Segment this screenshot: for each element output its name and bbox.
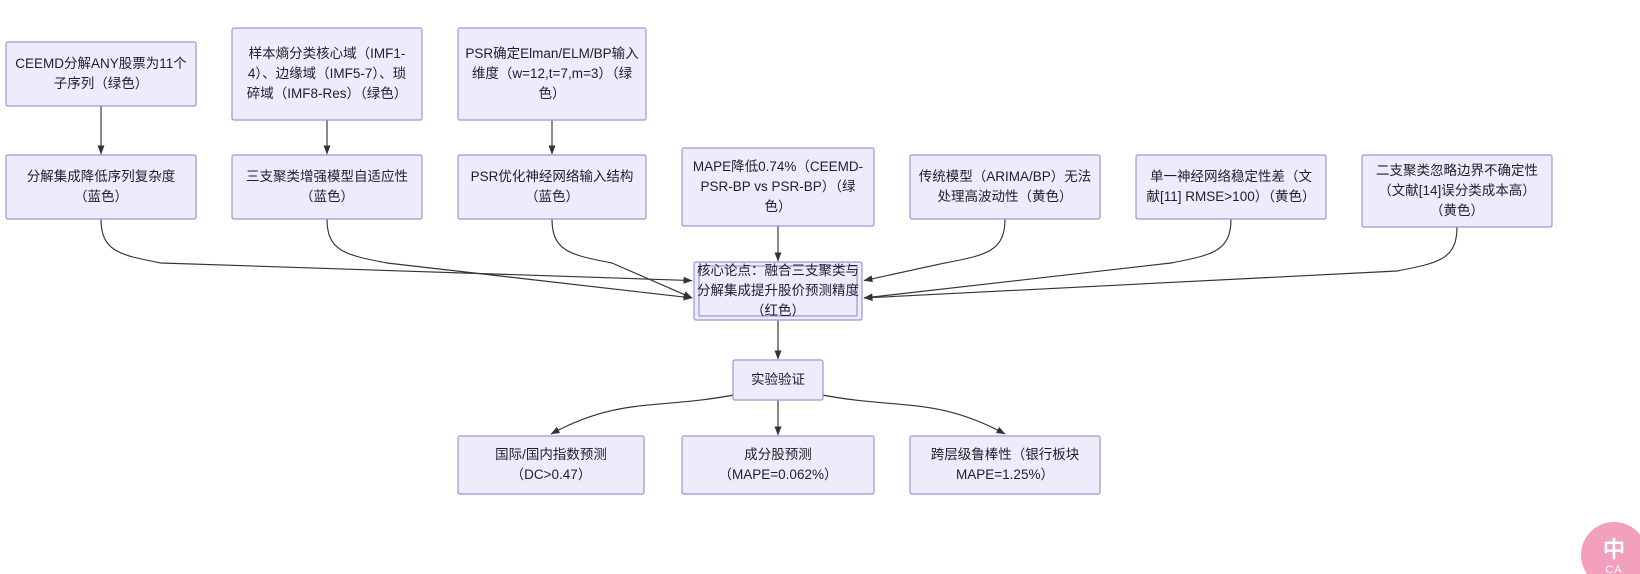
decompose-reduce-complexity-node-label: 分解集成降低序列复杂度 （蓝色） xyxy=(27,168,176,204)
mape-reduction-node-line-1: PSR-BP vs PSR-BP）（绿 xyxy=(700,179,856,194)
single-network-instability-node[interactable]: 单一神经网络稳定性差（文献[11] RMSE>100）（黄色） xyxy=(1135,154,1327,220)
sample-entropy-node-line-0: 样本熵分类核心域（IMF1- xyxy=(249,46,406,61)
sample-entropy-node-line-1: 4）、边缘域（IMF5-7）、琐 xyxy=(248,65,407,81)
edge-n10-to-core xyxy=(863,226,1458,302)
two-way-clustering-boundary-node-line-2: （黄色） xyxy=(1430,202,1484,218)
two-way-clustering-boundary-node-box xyxy=(1361,154,1553,228)
nodes-layer: CEEMD分解ANY股票为11个子序列（绿色） 样本熵分类核心域（IMF1- 4）、… xyxy=(5,27,1553,495)
component-stock-forecast-node-label: 成分股预测 （MAPE=0.062%） xyxy=(719,447,838,482)
psr-input-dimension-node-line-2: 色） xyxy=(539,85,566,101)
watermark-circle xyxy=(1581,522,1640,574)
psr-input-dimension-node-line-1: 维度（w=12,t=7,m=3）（绿 xyxy=(472,66,633,81)
ceemd-decompose-node[interactable]: CEEMD分解ANY股票为11个子序列（绿色） xyxy=(5,41,197,107)
single-network-instability-node-line-0: 单一神经网络稳定性差（文 xyxy=(1150,169,1312,184)
traditional-model-limit-node[interactable]: 传统模型（ARIMA/BP）无法处理高波动性（黄色） xyxy=(909,154,1101,220)
ceemd-decompose-node-box xyxy=(5,41,197,107)
ceemd-decompose-node-line-0: CEEMD分解ANY股票为11个 xyxy=(15,56,187,71)
psr-optimize-network-node-box xyxy=(457,154,647,220)
traditional-model-limit-node-line-0: 传统模型（ARIMA/BP）无法 xyxy=(919,169,1092,184)
two-way-clustering-boundary-node[interactable]: 二支聚类忽略边界不确定性 （文献[14]误分类成本高） （黄色） xyxy=(1361,154,1553,228)
index-forecast-result-node-line-0: 国际/国内指数预测 xyxy=(495,447,607,462)
two-way-clustering-boundary-node-label: 二支聚类忽略边界不确定性 （文献[14]误分类成本高） （黄色） xyxy=(1376,163,1538,218)
cross-level-robustness-node-line-1: MAPE=1.25%） xyxy=(956,467,1054,482)
component-stock-forecast-node-line-0: 成分股预测 xyxy=(744,447,812,462)
three-way-clustering-adaptive-node-line-0: 三支聚类增强模型自适应性 xyxy=(246,168,408,184)
index-forecast-result-node-label: 国际/国内指数预测 （DC>0.47） xyxy=(495,447,607,482)
traditional-model-limit-node-line-1: 处理高波动性（黄色） xyxy=(938,188,1073,204)
experiment-validation-node-box xyxy=(732,359,824,401)
three-way-clustering-adaptive-node[interactable]: 三支聚类增强模型自适应性 （蓝色） xyxy=(231,154,423,220)
mape-reduction-node-label: MAPE降低0.74%（CEEMD- PSR-BP vs PSR-BP）（绿色） xyxy=(693,159,863,214)
ceemd-decompose-node-label: CEEMD分解ANY股票为11个子序列（绿色） xyxy=(15,56,187,91)
component-stock-forecast-node[interactable]: 成分股预测 （MAPE=0.062%） xyxy=(681,435,875,495)
core-argument-node-line-2: （红色） xyxy=(751,302,805,318)
experiment-validation-node[interactable]: 实验验证 xyxy=(732,359,824,401)
experiment-validation-node-line-0: 实验验证 xyxy=(751,372,805,387)
psr-input-dimension-node-line-0: PSR确定Elman/ELM/BP输入 xyxy=(465,46,639,61)
traditional-model-limit-node-label: 传统模型（ARIMA/BP）无法处理高波动性（黄色） xyxy=(919,169,1092,204)
traditional-model-limit-node-box xyxy=(909,154,1101,220)
single-network-instability-node-line-1: 献[11] RMSE>100）（黄色） xyxy=(1147,188,1316,204)
edge-n4-to-core xyxy=(100,218,693,284)
ceemd-decompose-node-line-1: 子序列（绿色） xyxy=(54,75,149,91)
mape-reduction-node-line-2: 色） xyxy=(765,198,792,214)
single-network-instability-node-box xyxy=(1135,154,1327,220)
component-stock-forecast-node-box xyxy=(681,435,875,495)
psr-input-dimension-node[interactable]: PSR确定Elman/ELM/BP输入维度（w=12,t=7,m=3）（绿色） xyxy=(457,27,647,121)
psr-optimize-network-node[interactable]: PSR优化神经网络输入结构 （蓝色） xyxy=(457,154,647,220)
psr-optimize-network-node-line-1: （蓝色） xyxy=(525,188,579,204)
index-forecast-result-node[interactable]: 国际/国内指数预测 （DC>0.47） xyxy=(457,435,645,495)
core-argument-node-inner-border xyxy=(698,265,858,317)
sample-entropy-node-box xyxy=(231,27,423,121)
three-way-clustering-adaptive-node-line-1: （蓝色） xyxy=(300,188,354,204)
psr-optimize-network-node-label: PSR优化神经网络输入结构 （蓝色） xyxy=(471,169,634,204)
watermark-primary-text: 中 xyxy=(1603,537,1625,562)
cross-level-robustness-node-box xyxy=(909,435,1101,495)
mape-reduction-node-box xyxy=(681,147,875,227)
mape-reduction-node[interactable]: MAPE降低0.74%（CEEMD- PSR-BP vs PSR-BP）（绿色） xyxy=(681,147,875,227)
sample-entropy-node-line-2: 碎域（IMF8-Res）（绿色） xyxy=(247,85,408,101)
cross-level-robustness-node-line-0: 跨层级鲁棒性（银行板块 xyxy=(931,447,1080,462)
psr-input-dimension-node-label: PSR确定Elman/ELM/BP输入维度（w=12,t=7,m=3）（绿色） xyxy=(465,46,639,101)
decompose-reduce-complexity-node-line-1: （蓝色） xyxy=(74,188,128,204)
core-argument-node[interactable]: 核心论点：融合三支聚类与分解集成提升股价预测精度 （红色） xyxy=(693,261,863,321)
core-argument-node-outer-border xyxy=(693,261,863,321)
psr-optimize-network-node-line-0: PSR优化神经网络输入结构 xyxy=(471,169,634,184)
watermark-secondary-text: CA xyxy=(1605,564,1622,574)
decompose-reduce-complexity-node[interactable]: 分解集成降低序列复杂度 （蓝色） xyxy=(5,154,197,220)
decompose-reduce-complexity-node-box xyxy=(5,154,197,220)
edge-n8-to-core xyxy=(863,218,1006,283)
two-way-clustering-boundary-node-line-0: 二支聚类忽略边界不确定性 xyxy=(1376,163,1538,178)
sample-entropy-node-label: 样本熵分类核心域（IMF1- 4）、边缘域（IMF5-7）、琐碎域（IMF8-Re… xyxy=(247,46,408,101)
three-way-clustering-adaptive-node-box xyxy=(231,154,423,220)
decompose-reduce-complexity-node-line-0: 分解集成降低序列复杂度 xyxy=(27,168,176,184)
edge-n5-to-core xyxy=(326,218,693,301)
experiment-validation-node-label: 实验验证 xyxy=(751,372,805,387)
psr-input-dimension-node-box xyxy=(457,27,647,121)
edge-exp-to-r3 xyxy=(816,393,1006,435)
cross-level-robustness-node-label: 跨层级鲁棒性（银行板块 MAPE=1.25%） xyxy=(931,447,1080,482)
core-argument-node-label: 核心论点：融合三支聚类与分解集成提升股价预测精度 （红色） xyxy=(697,263,859,318)
core-argument-node-line-0: 核心论点：融合三支聚类与 xyxy=(697,263,859,278)
index-forecast-result-node-box xyxy=(457,435,645,495)
index-forecast-result-node-line-1: （DC>0.47） xyxy=(511,467,592,482)
component-stock-forecast-node-line-1: （MAPE=0.062%） xyxy=(719,467,838,482)
edge-exp-to-r1 xyxy=(550,393,740,435)
single-network-instability-node-label: 单一神经网络稳定性差（文献[11] RMSE>100）（黄色） xyxy=(1147,169,1316,204)
core-argument-node-line-1: 分解集成提升股价预测精度 xyxy=(697,283,859,298)
cross-level-robustness-node[interactable]: 跨层级鲁棒性（银行板块 MAPE=1.25%） xyxy=(909,435,1101,495)
edge-n6-to-core xyxy=(551,218,693,299)
edge-n9-to-core xyxy=(863,218,1232,301)
watermark-badge: 中 CA xyxy=(1581,522,1640,574)
edges-layer xyxy=(97,106,1458,436)
sample-entropy-node[interactable]: 样本熵分类核心域（IMF1- 4）、边缘域（IMF5-7）、琐碎域（IMF8-Re… xyxy=(231,27,423,121)
two-way-clustering-boundary-node-line-1: （文献[14]误分类成本高） xyxy=(1378,182,1536,198)
three-way-clustering-adaptive-node-label: 三支聚类增强模型自适应性 （蓝色） xyxy=(246,168,408,204)
mape-reduction-node-line-0: MAPE降低0.74%（CEEMD- xyxy=(693,159,863,174)
